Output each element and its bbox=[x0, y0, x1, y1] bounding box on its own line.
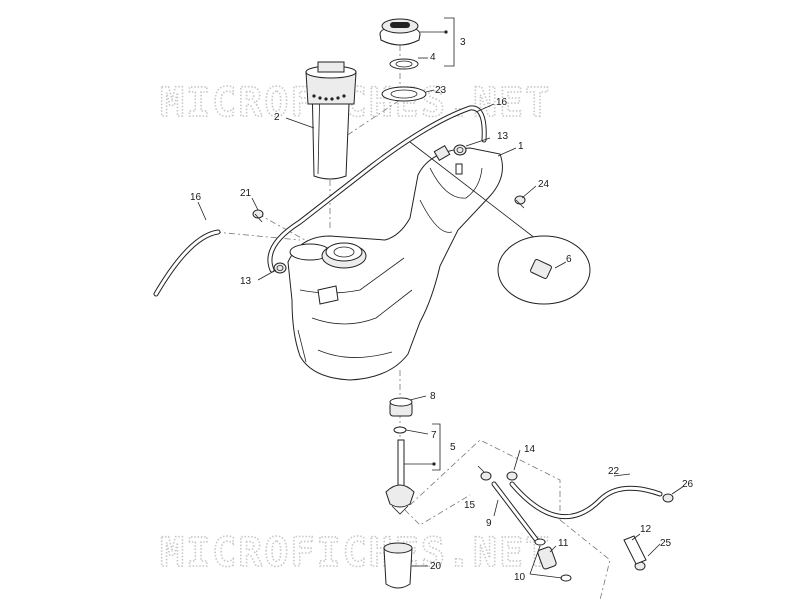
callout-9: 9 bbox=[486, 518, 492, 529]
callout-16-upper: 16 bbox=[496, 97, 508, 108]
callout-26: 26 bbox=[682, 479, 694, 490]
callout-3: 3 bbox=[460, 37, 466, 48]
callout-10: 10 bbox=[514, 572, 526, 583]
o-ring-7 bbox=[393, 426, 407, 434]
callout-15: 15 bbox=[464, 500, 476, 511]
callout-11: 11 bbox=[558, 538, 569, 549]
fuel-pump-sender bbox=[305, 61, 357, 180]
callout-14: 14 bbox=[524, 444, 536, 455]
clip-14 bbox=[506, 471, 518, 481]
callout-6: 6 bbox=[566, 254, 572, 265]
callout-4: 4 bbox=[430, 52, 436, 63]
clip-26 bbox=[662, 493, 674, 503]
fuel-hose-9 bbox=[491, 481, 541, 545]
hose-clamp-upper bbox=[453, 144, 467, 156]
callout-12: 12 bbox=[640, 524, 652, 535]
callout-16-left: 16 bbox=[190, 192, 202, 203]
fuel-tap bbox=[385, 439, 415, 515]
watermark-top: MICROFICHES.NET bbox=[160, 80, 551, 126]
callout-13-lower: 13 bbox=[240, 276, 252, 287]
callout-23: 23 bbox=[435, 85, 447, 96]
callout-22: 22 bbox=[608, 466, 620, 477]
vent-hose-upper bbox=[267, 105, 487, 273]
callout-7: 7 bbox=[431, 430, 437, 441]
watermark-bottom: MICROFICHES.NET bbox=[160, 530, 551, 576]
inline-filter bbox=[534, 538, 572, 582]
callout-13-upper: 13 bbox=[497, 131, 509, 142]
callout-labels: 3 4 23 16 13 1 24 6 2 21 16 13 8 7 5 20 … bbox=[190, 37, 694, 583]
cap-gasket bbox=[389, 58, 419, 70]
callout-25: 25 bbox=[660, 538, 672, 549]
filter-cup bbox=[383, 542, 413, 589]
callout-20: 20 bbox=[430, 561, 442, 572]
vent-hose-left bbox=[153, 229, 221, 297]
filler-ring bbox=[381, 86, 427, 102]
fuel-cap bbox=[379, 18, 421, 46]
detail-bubble bbox=[409, 141, 591, 305]
screw-24 bbox=[514, 195, 526, 209]
leader-lines bbox=[197, 17, 685, 579]
connector-12 bbox=[623, 535, 647, 565]
callout-2: 2 bbox=[274, 112, 280, 123]
callout-21: 21 bbox=[240, 188, 252, 199]
callout-8: 8 bbox=[430, 391, 436, 402]
fuel-tank bbox=[287, 144, 503, 381]
clip-15 bbox=[480, 471, 492, 481]
fuel-valve-body bbox=[389, 397, 413, 417]
fuel-hose-22 bbox=[509, 481, 663, 520]
callout-5: 5 bbox=[450, 442, 456, 453]
callout-1: 1 bbox=[518, 141, 524, 152]
callout-24: 24 bbox=[538, 179, 550, 190]
screw-21 bbox=[252, 209, 264, 223]
hose-clamp-lower bbox=[273, 262, 287, 274]
